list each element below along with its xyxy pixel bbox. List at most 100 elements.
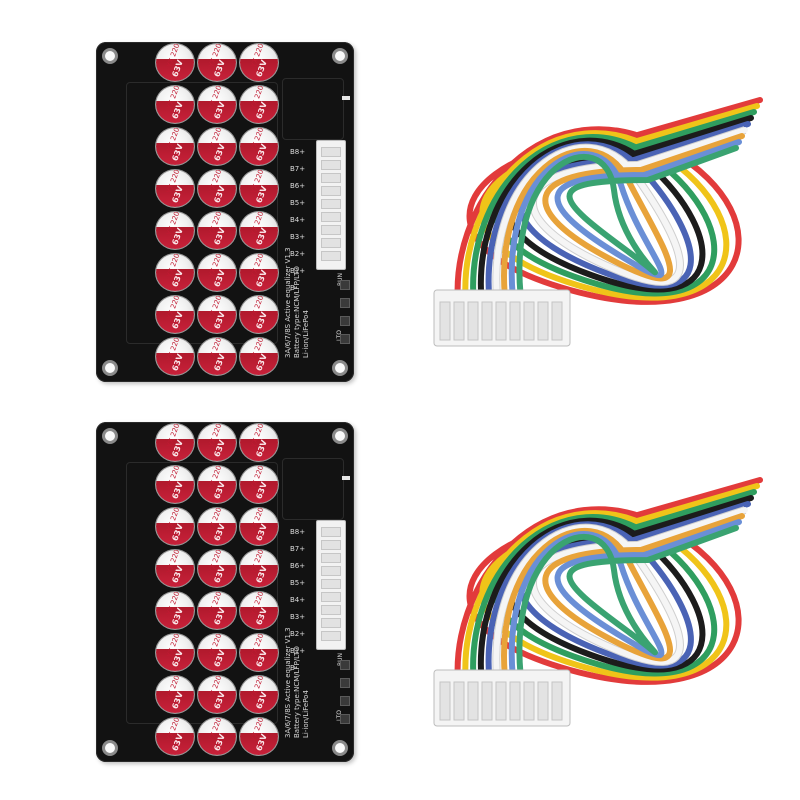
pin-labels: B8+B7+B6+B5+B4+B3+B2+B1+B- <box>290 526 305 674</box>
wire <box>501 513 745 703</box>
pin-label: B8+ <box>290 528 306 536</box>
plug-slot <box>551 301 563 341</box>
connector-slot <box>321 566 341 576</box>
pin-label: B8+ <box>290 148 306 156</box>
silkscreen-line: Battery type:NCM/LFP/LTO <box>293 646 301 738</box>
pin-label: B6+ <box>290 182 306 190</box>
pcb-trace <box>282 78 344 140</box>
mounting-hole <box>102 48 118 64</box>
plug-slot <box>481 681 493 721</box>
plug-slot <box>523 301 535 341</box>
connector-slot <box>321 579 341 589</box>
pin-label: B- <box>290 664 298 672</box>
mounting-hole <box>102 360 118 376</box>
plug-slot <box>551 681 563 721</box>
plug-slot <box>523 681 535 721</box>
silkscreen-line: Li-ion/LiFePo4 <box>302 690 310 738</box>
silkscreen-text: 3A/6/7/8S Active equalizer V1.3 Battery … <box>284 247 311 358</box>
connector-slot <box>321 605 341 615</box>
mounting-hole <box>102 428 118 444</box>
silkscreen-line: 3A/6/7/8S Active equalizer V1.3 <box>284 247 292 358</box>
connector-slot <box>321 160 341 170</box>
connector-slot <box>321 553 341 563</box>
connector-slot <box>321 212 341 222</box>
connector-slot <box>321 618 341 628</box>
silkscreen-line: Li-ion/LiFePo4 <box>302 310 310 358</box>
mounting-hole <box>332 428 348 444</box>
smd-components <box>340 660 350 730</box>
pin-label: B7+ <box>290 165 306 173</box>
plug-slot <box>495 681 507 721</box>
balance-connector <box>316 520 346 650</box>
pin-labels: B8+B7+B6+B5+B4+B3+B2+B1+B- <box>290 146 305 294</box>
connector-slot <box>321 251 341 261</box>
pin-label: B4+ <box>290 596 306 604</box>
plug-slot <box>537 301 549 341</box>
pin-label: B- <box>290 284 298 292</box>
plug-slot <box>481 301 493 341</box>
wire-harness-bottom <box>433 477 763 727</box>
balance-connector <box>316 140 346 270</box>
mounting-hole <box>332 48 348 64</box>
connector-slot <box>321 540 341 550</box>
connector-slot <box>321 592 341 602</box>
wire <box>462 103 760 323</box>
connector-slot <box>321 173 341 183</box>
plug-slot <box>495 301 507 341</box>
status-led <box>342 96 350 100</box>
pin-label: B6+ <box>290 562 306 570</box>
connector-slot <box>321 199 341 209</box>
pin-label: B5+ <box>290 199 306 207</box>
pin-label: B4+ <box>290 216 306 224</box>
plug-slot <box>467 301 479 341</box>
plug-slot <box>453 301 465 341</box>
pcb-trace <box>282 458 344 520</box>
mounting-hole <box>332 740 348 756</box>
plug-slot <box>509 301 521 341</box>
wire <box>470 489 757 703</box>
connector-slot <box>321 631 341 641</box>
wire <box>508 519 742 703</box>
wire <box>501 133 745 323</box>
silkscreen-line: Battery type:NCM/LFP/LTO <box>293 266 301 358</box>
status-led <box>342 476 350 480</box>
plug-slot <box>439 681 451 721</box>
plug-slot <box>467 681 479 721</box>
